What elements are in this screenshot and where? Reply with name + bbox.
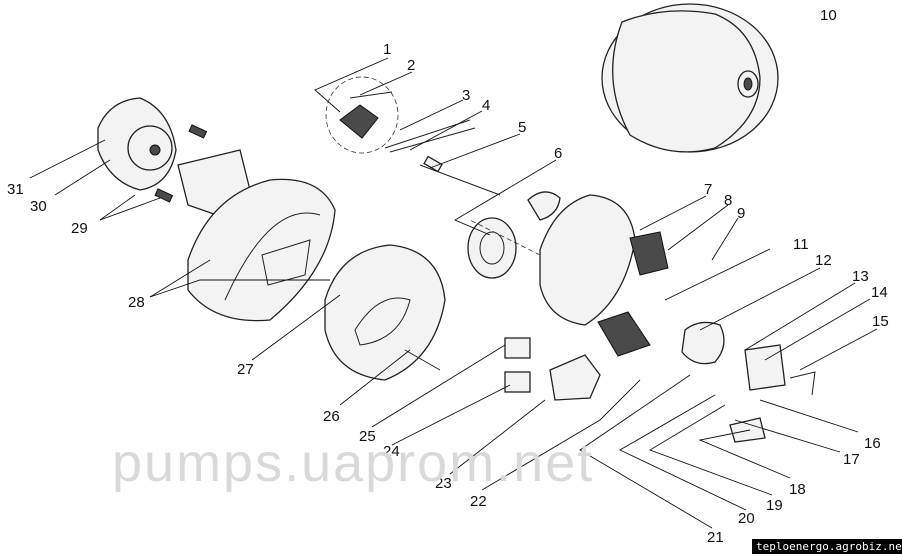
watermark-text: pumps.uaprom.net <box>112 433 595 493</box>
callout-11: 11 <box>793 236 809 253</box>
callout-1: 1 <box>383 41 391 58</box>
callout-13: 13 <box>852 268 869 285</box>
callout-18: 18 <box>789 481 806 498</box>
callout-30: 30 <box>30 198 47 215</box>
control-components <box>504 231 816 443</box>
callout-7: 7 <box>704 181 712 198</box>
callout-6: 6 <box>554 145 562 162</box>
callouts: 1 2 3 4 5 6 7 8 9 10 11 12 13 14 15 16 1… <box>7 7 889 546</box>
callout-21: 21 <box>707 529 724 546</box>
callout-17: 17 <box>843 451 860 468</box>
electrode-assembly <box>325 76 501 196</box>
callout-15: 15 <box>872 313 889 330</box>
callout-22: 22 <box>470 493 487 510</box>
source-badge: teploenergo.agrobiz.net <box>752 539 902 554</box>
callout-23: 23 <box>435 475 452 492</box>
callout-31: 31 <box>7 181 24 198</box>
callout-19: 19 <box>766 497 783 514</box>
callout-8: 8 <box>724 192 732 209</box>
air-intake-plate <box>324 244 446 381</box>
callout-16: 16 <box>864 435 881 452</box>
callout-10: 10 <box>820 7 837 24</box>
callout-12: 12 <box>815 252 832 269</box>
fan-wheel <box>467 191 561 279</box>
leader-lines <box>29 57 878 529</box>
callout-26: 26 <box>323 408 340 425</box>
callout-2: 2 <box>407 57 415 74</box>
callout-5: 5 <box>518 119 526 136</box>
callout-29: 29 <box>71 220 88 237</box>
callout-4: 4 <box>482 97 490 114</box>
callout-24: 24 <box>383 443 400 460</box>
mounting-flange <box>97 97 208 203</box>
callout-28: 28 <box>128 294 145 311</box>
callout-9: 9 <box>737 205 745 222</box>
callout-25: 25 <box>359 428 376 445</box>
callout-3: 3 <box>462 87 470 104</box>
housing-cover <box>601 3 779 153</box>
callout-20: 20 <box>738 510 755 527</box>
air-housing <box>177 149 336 322</box>
callout-14: 14 <box>871 284 888 301</box>
callout-27: 27 <box>237 361 254 378</box>
